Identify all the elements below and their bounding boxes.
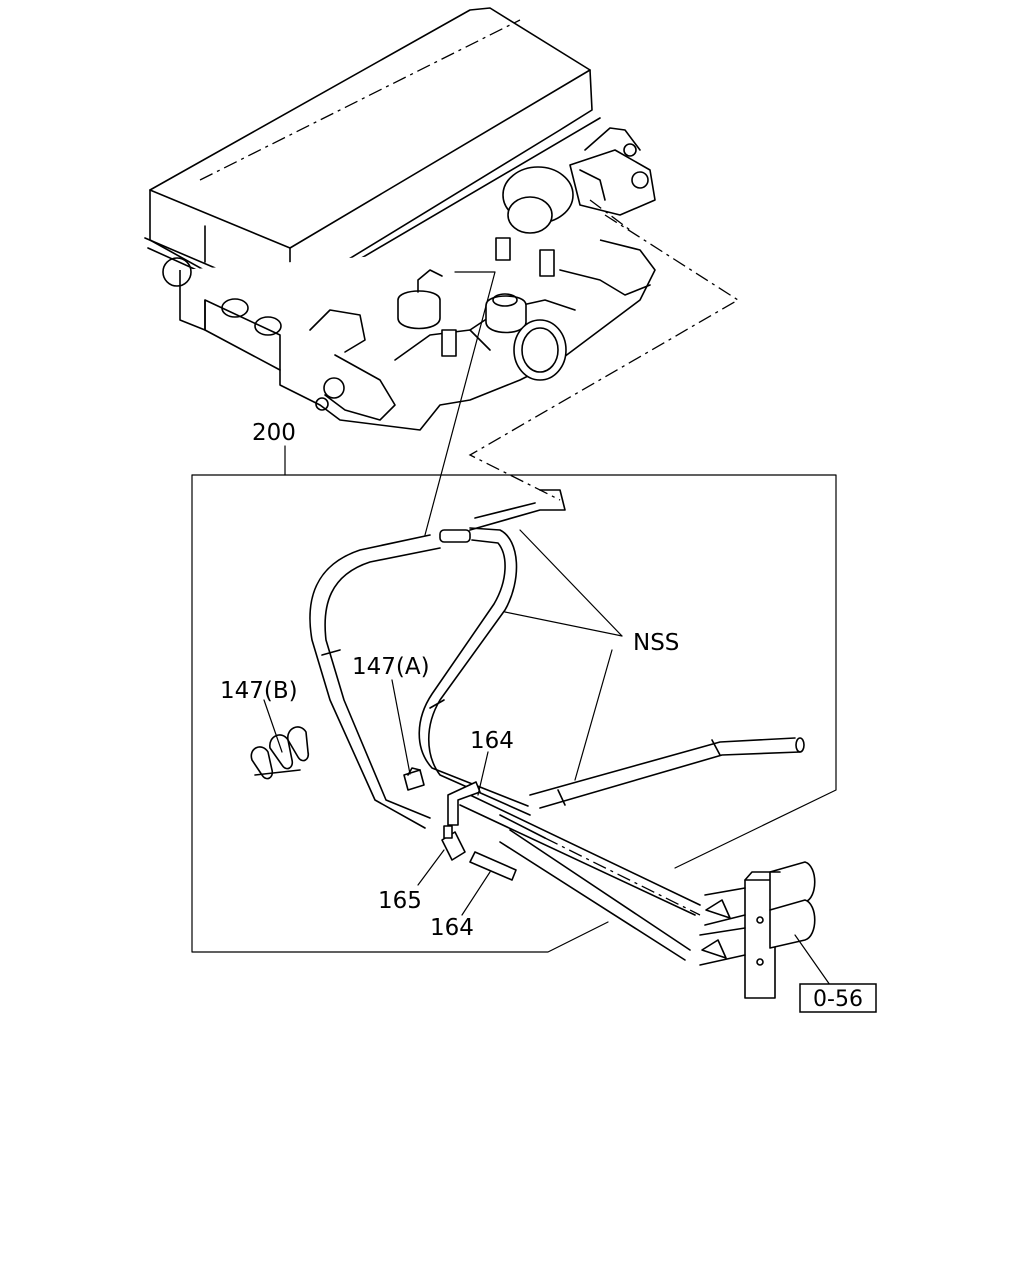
label-connector-165: 165 xyxy=(378,888,422,914)
label-clip-147-b: 147(B) xyxy=(220,678,298,704)
label-clip-147-a: 147(A) xyxy=(352,654,430,680)
label-nss: NSS xyxy=(633,630,679,656)
ref-box-0-56[interactable]: 0-56 xyxy=(799,983,877,1013)
engine-connection-leaders xyxy=(424,214,740,536)
label-hose-164-upper: 164 xyxy=(470,728,514,754)
label-assembly-200: 200 xyxy=(252,420,296,446)
engine-cylinder-head xyxy=(144,7,656,431)
ref-box-label: 0-56 xyxy=(813,987,863,1012)
vsv-unit xyxy=(699,861,831,999)
clip-147-b xyxy=(250,726,310,780)
assembly-200-frame xyxy=(191,445,837,953)
label-hose-164-lower: 164 xyxy=(430,915,474,941)
label-leaders xyxy=(263,529,623,916)
clip-147-a xyxy=(403,767,425,791)
vacuum-hoses xyxy=(309,489,805,961)
